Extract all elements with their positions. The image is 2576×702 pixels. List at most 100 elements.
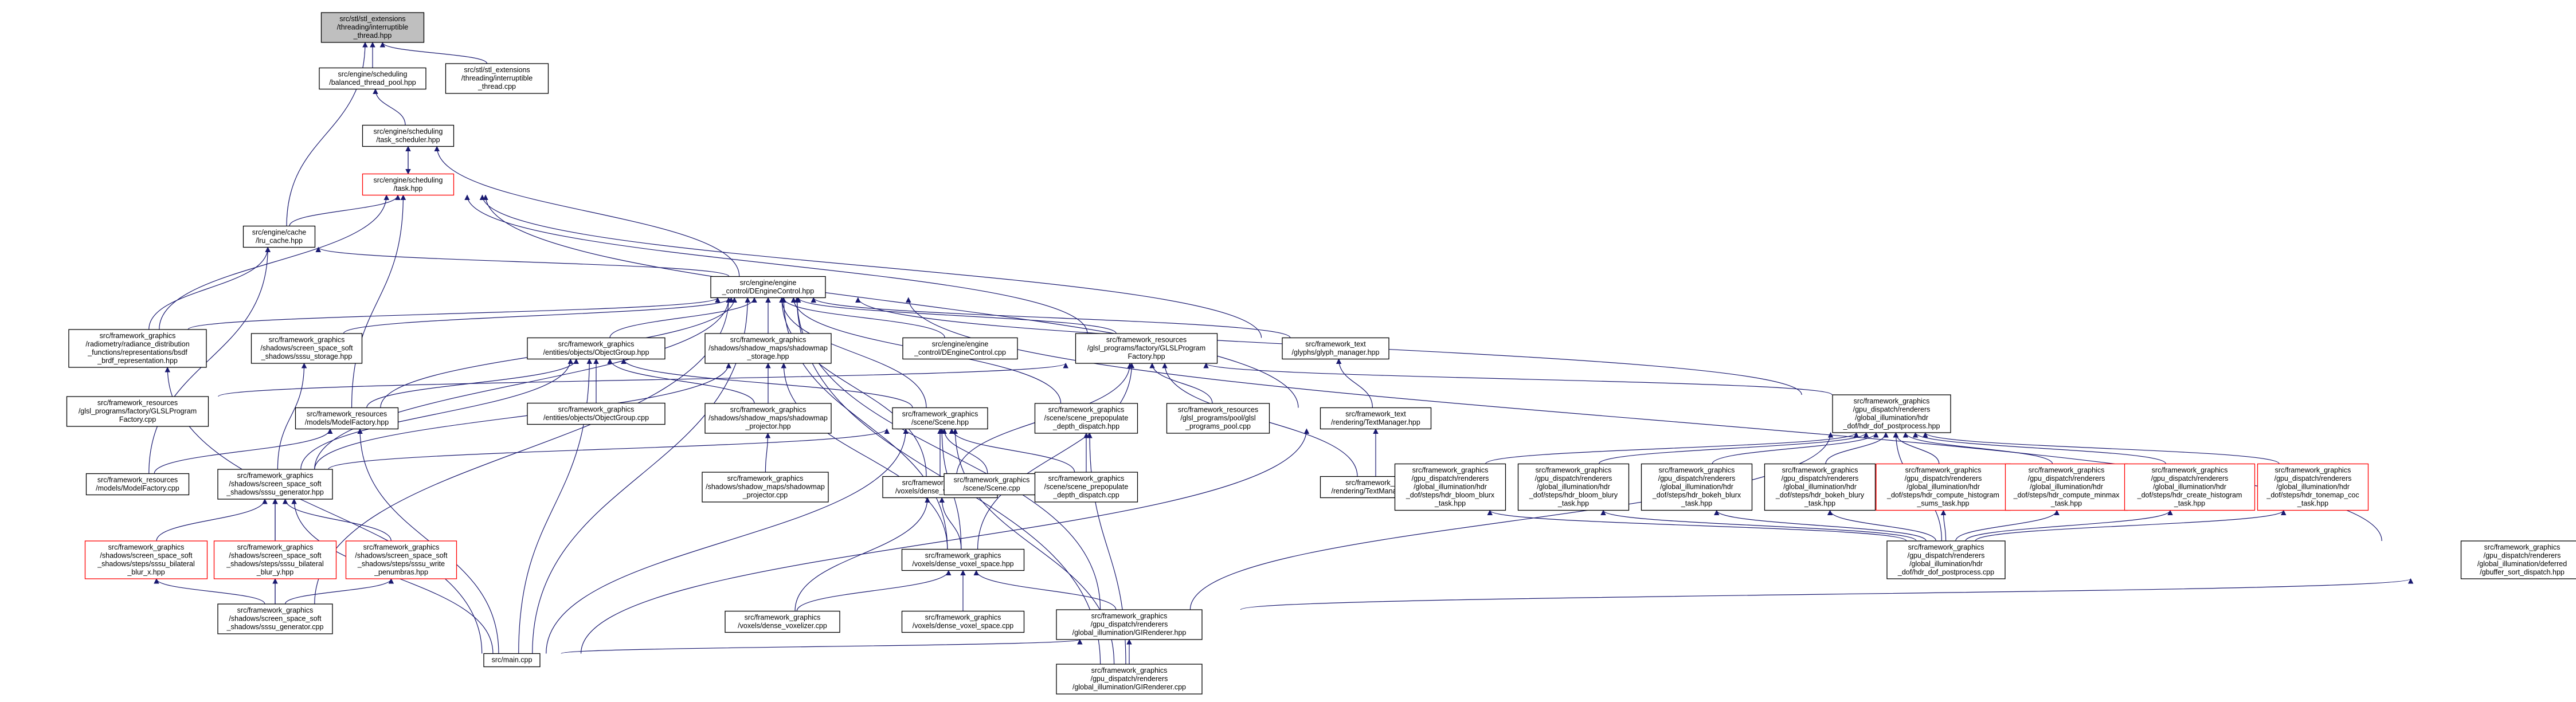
node-label-line: /global_illumination/deferred [2477,560,2567,568]
node-label-line: src/framework_graphics [1091,612,1168,620]
dependency-edge [315,246,730,277]
node-box [1166,403,1270,434]
node-box [944,473,1040,496]
node-label-line: /gpu_dispatch/renderers [2151,474,2229,483]
node-label-line: /models/ModelFactory.hpp [305,418,389,426]
graph-node[interactable]: src/framework_resources/models/ModelFact… [85,473,190,496]
node-label-line: _task.hpp [1804,500,1835,508]
dependency-edge [1203,363,1833,395]
node-box [1764,463,1876,511]
dependency-edge [1712,432,1879,464]
graph-node[interactable]: src/framework_graphics/shadows/shadow_ma… [702,472,829,503]
graph-node[interactable]: src/framework_graphics/shadows/screen_sp… [213,540,337,579]
graph-node[interactable]: src/framework_graphics/shadows/shadow_ma… [704,333,832,364]
dependency-edge [218,363,1068,397]
graph-node[interactable]: src/framework_graphics/gpu_dispatch/rend… [2460,540,2576,579]
graph-node[interactable]: src/framework_graphics/shadows/screen_sp… [250,333,363,364]
graph-node[interactable]: src/engine/engine_control/DEngineControl… [710,276,826,299]
graph-node[interactable]: src/main.cpp [483,653,541,668]
node-label-line: /glyphs/glyph_manager.hpp [1292,348,1380,356]
dependency-edge [1923,432,2280,465]
node-box [1641,463,1753,511]
dependency-edge [607,358,755,404]
graph-node[interactable]: src/framework_graphics/gpu_dispatch/rend… [1394,463,1506,511]
dependency-edge [781,297,945,338]
node-label-line: /glsl_programs/pool/glsl [1180,414,1255,422]
graph-node[interactable]: src/framework_graphics/voxels/dense_voxe… [901,610,1025,633]
graph-node[interactable]: src/framework_graphics/scene/Scene.hpp [892,407,988,430]
graph-node[interactable]: src/framework_graphics/gpu_dispatch/rend… [1886,540,2006,579]
node-label-line: _shadows/sssu_generator.cpp [226,623,324,631]
node-label-line: /balanced_thread_pool.hpp [329,79,416,87]
graph-node[interactable]: src/framework_graphics/shadows/screen_sp… [345,540,457,579]
graph-node[interactable]: src/engine/scheduling/task.hpp [362,173,455,196]
dependency-edge [479,194,1262,338]
graph-node[interactable]: src/framework_graphics/shadows/screen_sp… [217,469,333,500]
node-label-line: _dof/steps/hdr_bokeh_blury [1775,491,1865,499]
dependency-edge [949,428,1075,473]
node-label-line: _storage.hpp [747,352,789,360]
node-box [345,540,457,579]
node-label-line: _shadows/sssu_storage.hpp [261,352,352,360]
node-label-line: src/framework_text [1345,479,1406,487]
graph-node[interactable]: src/engine/cache/lru_cache.hpp [242,225,316,248]
graph-node[interactable]: src/framework_graphics/voxels/dense_voxe… [901,548,1025,571]
graph-node[interactable]: src/framework_graphics/shadows/shadow_ma… [704,403,832,434]
graph-node[interactable]: src/stl/stl_extensions/threading/interru… [445,63,549,94]
node-label-line: _thread.cpp [477,83,516,91]
graph-node[interactable]: src/framework_graphics/gpu_dispatch/rend… [1832,394,1951,433]
node-label-line: src/framework_graphics [745,614,821,622]
graph-node[interactable]: src/framework_graphics/scene/scene_prepo… [1034,472,1138,503]
graph-node[interactable]: src/framework_graphics/voxels/dense_voxe… [725,610,840,633]
graph-node[interactable]: src/framework_graphics/gpu_dispatch/rend… [1641,463,1753,511]
node-label-line: src/framework_graphics [100,332,176,340]
node-label-line: /global_illumination/hdr [1909,560,1983,568]
node-label-line: _shadows/sssu_generator.hpp [226,488,324,496]
node-label-line: src/stl/stl_extensions [339,15,405,23]
graph-node[interactable]: src/framework_resources/glsl_programs/fa… [1075,333,1218,364]
node-box [704,403,832,434]
node-label-line: src/engine/engine [740,279,797,287]
node-label-line: _dof/steps/hdr_compute_minmax [2013,491,2120,499]
node-label-line: /global_illumination/hdr [2276,483,2350,491]
node-box [1517,463,1630,511]
graph-node[interactable]: src/engine/scheduling/balanced_thread_po… [319,67,426,90]
graph-node[interactable]: src/framework_graphics/gpu_dispatch/rend… [1056,664,1203,695]
graph-node[interactable]: src/framework_graphics/gpu_dispatch/rend… [1056,609,1203,640]
graph-node[interactable]: src/framework_graphics/entities/objects/… [527,402,665,425]
dependency-edge [1600,509,1917,542]
graph-node[interactable]: src/framework_resources/glsl_programs/po… [1166,403,1270,434]
graph-node[interactable]: src/framework_resources/models/ModelFact… [295,407,399,430]
graph-node[interactable]: src/framework_resources/glsl_programs/fa… [66,396,209,427]
graph-node[interactable]: src/framework_graphics/entities/objects/… [527,337,665,360]
node-box [84,540,208,579]
graph-node[interactable]: src/framework_graphics/radiometry/radian… [68,329,207,368]
node-label-line: _shadows/steps/sssu_write [357,560,445,568]
node-box [1034,403,1138,434]
graph-node[interactable]: src/engine/engine_control/DEngineControl… [902,337,1018,360]
graph-node[interactable]: src/stl/stl_extensions/threading/interru… [320,12,425,43]
dependency-edge [187,297,721,330]
node-label-line: src/framework_graphics [925,614,1001,622]
graph-node[interactable]: src/framework_text/glyphs/glyph_manager.… [1282,337,1389,360]
graph-node[interactable]: src/framework_text/rendering/TextManager… [1320,407,1432,430]
graph-node[interactable]: src/framework_graphics/gpu_dispatch/rend… [2005,463,2128,511]
graph-node[interactable]: src/framework_graphics/gpu_dispatch/rend… [1876,463,2011,511]
graph-node[interactable]: src/framework_graphics/gpu_dispatch/rend… [2257,463,2369,511]
graph-node[interactable]: src/framework_graphics/gpu_dispatch/rend… [1517,463,1630,511]
node-label-line: _dof/steps/hdr_bokeh_blurx [1652,491,1741,499]
node-label-line: src/framework_graphics [558,406,635,414]
graph-node[interactable]: src/framework_graphics/gpu_dispatch/rend… [1764,463,1876,511]
node-box [1034,472,1138,503]
node-label-line: /shadows/screen_space_soft [229,480,322,488]
node-box [1876,463,2011,511]
graph-node[interactable]: src/framework_graphics/shadows/screen_sp… [84,540,208,579]
node-label-line: src/engine/scheduling [374,128,443,136]
node-label-line: /gpu_dispatch/renderers [1658,474,1736,483]
graph-node[interactable]: src/framework_graphics/scene/scene_prepo… [1034,403,1138,434]
dependency-edge [811,297,1291,338]
graph-node[interactable]: src/engine/scheduling/task_scheduler.hpp [362,124,455,147]
graph-node[interactable]: src/framework_graphics/scene/Scene.cpp [944,473,1040,496]
graph-node[interactable]: src/framework_graphics/gpu_dispatch/rend… [2124,463,2256,511]
graph-node[interactable]: src/framework_graphics/shadows/screen_sp… [217,603,333,634]
